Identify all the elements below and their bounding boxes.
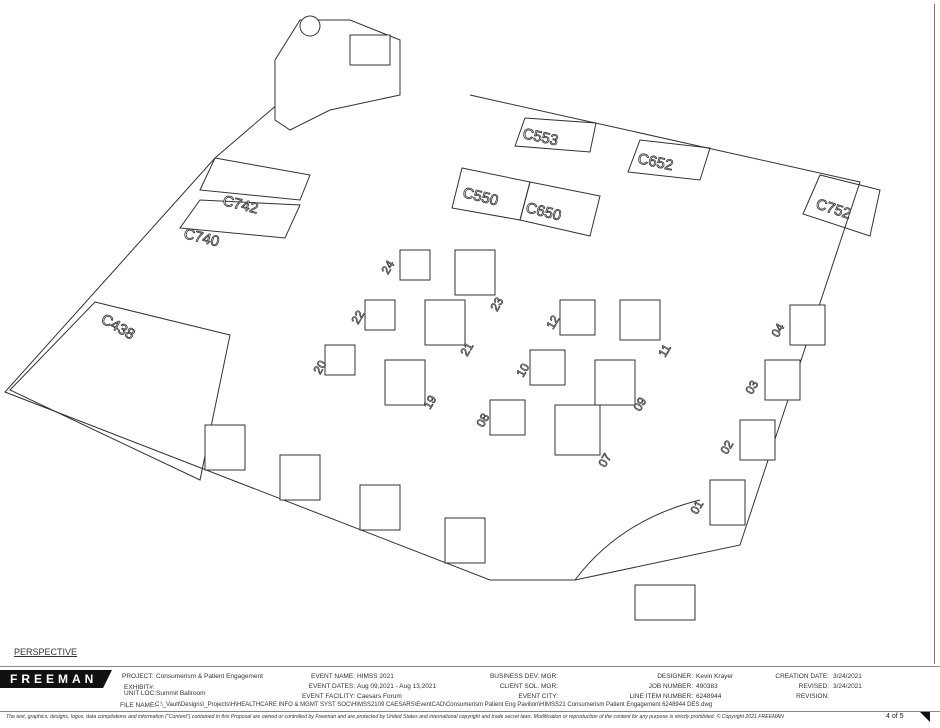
- kiosk: [279, 454, 321, 501]
- station: [594, 359, 636, 406]
- booth-outline: [514, 117, 597, 153]
- revised-label: REVISED:: [798, 683, 829, 690]
- legal-notice: The text, graphics, designs, logos, data…: [6, 714, 784, 720]
- station: [709, 479, 746, 526]
- station: [489, 399, 526, 436]
- booth-outline: [519, 181, 601, 237]
- event-facility-label: EVENT FACILITY:: [302, 693, 355, 700]
- exhibit-label: EXHIBIT#:: [124, 684, 155, 691]
- station: [559, 299, 596, 336]
- booth-outline: [199, 157, 311, 201]
- station-number: 24: [378, 258, 397, 277]
- station-number: 23: [487, 295, 506, 314]
- station: [764, 359, 801, 401]
- station-labels: 24 22 20 23 21 19 12 11 10 09 08 07 04 0…: [310, 257, 788, 517]
- footer: [0, 711, 940, 728]
- job-number-label: JOB NUMBER:: [648, 683, 693, 690]
- project-value: Consumerism & Patient Engagement: [156, 673, 263, 680]
- creation-date-value: 3/24/2021: [833, 673, 862, 680]
- booth-outline: [9, 301, 231, 481]
- client-sol-label: CLIENT SOL. MGR:: [499, 683, 558, 690]
- booth-label: C550: [461, 184, 500, 209]
- station: [789, 304, 826, 346]
- freeman-logo: FREEMAN: [0, 670, 112, 688]
- event-name-label: EVENT NAME:: [311, 673, 355, 680]
- event-city-label: EVENT CITY:: [518, 693, 558, 700]
- event-dates-label: EVENT DATES:: [308, 683, 355, 690]
- floor-plan-perspective: C553 C652 C550 C650 C752 C742 C740 C438 …: [4, 15, 881, 621]
- station-number: 02: [717, 438, 736, 457]
- page-number: 4 of 5: [886, 713, 904, 720]
- station: [424, 299, 466, 346]
- station: [619, 299, 661, 341]
- booth-label: C740: [182, 225, 221, 250]
- lounge-arc: [574, 499, 701, 581]
- kiosk: [359, 484, 401, 531]
- booth-outline: [802, 174, 881, 237]
- line-item-value: 6248944: [696, 693, 722, 700]
- drawing-frame: [6, 4, 935, 664]
- station: [529, 349, 566, 386]
- booth-label: C553: [521, 125, 560, 149]
- station: [554, 404, 601, 456]
- event-name-value: HIMSS 2021: [357, 673, 394, 680]
- booth-labels: C553 C652 C550 C650 C752 C742 C740 C438: [98, 125, 854, 344]
- event-dates-value: Aug 09,2021 - Aug 13,2021: [357, 683, 437, 690]
- booth-label: C742: [221, 192, 260, 217]
- station: [324, 344, 356, 376]
- station: [454, 249, 496, 296]
- stations: [204, 249, 826, 621]
- station-number: 04: [768, 321, 787, 340]
- station: [384, 359, 426, 406]
- station-number: 11: [655, 341, 674, 359]
- event-facility-value: Caesars Forum: [357, 693, 402, 700]
- revision-label: REVISION:: [796, 693, 829, 700]
- kiosk: [204, 424, 246, 471]
- kiosk: [444, 517, 486, 564]
- designer-value: Kevin Krayer: [696, 673, 734, 680]
- station: [364, 299, 396, 331]
- unit-loc-label: UNIT LOC:: [124, 690, 157, 697]
- file-name-value: C:\_Vault\Designs\_Projects\H\HEALTHCARE…: [155, 702, 713, 708]
- creation-date-label: CREATION DATE:: [775, 673, 829, 680]
- floor-outline: [4, 84, 861, 581]
- lounge-seating: [634, 584, 696, 621]
- file-name-label: FILE NAME:: [120, 702, 157, 709]
- station-number: 01: [687, 498, 706, 517]
- booth-outline: [179, 199, 301, 239]
- title-block: [0, 666, 940, 713]
- booth-label: C438: [98, 311, 138, 344]
- job-number-value: 490383: [696, 683, 718, 690]
- line-item-label: LINE ITEM NUMBER:: [629, 693, 693, 700]
- booth-label: C650: [524, 199, 563, 224]
- booth-label: C652: [636, 150, 675, 174]
- stage-structure: [274, 15, 401, 131]
- unit-loc-value: Summit Ballroom: [156, 690, 206, 697]
- business-dev-label: BUSINESS DEV. MGR:: [489, 673, 558, 680]
- booth-label: C752: [814, 196, 853, 223]
- designer-label: DESIGNER:: [657, 673, 693, 680]
- booth-outline: [627, 139, 711, 181]
- revised-value: 3/24/2021: [833, 683, 862, 690]
- corner-triangle-icon: [920, 712, 930, 722]
- station-number: 03: [742, 378, 761, 397]
- station: [739, 419, 776, 461]
- project-label: PROJECT:: [122, 673, 154, 680]
- station: [399, 249, 431, 281]
- view-title: PERSPECTIVE: [14, 647, 78, 657]
